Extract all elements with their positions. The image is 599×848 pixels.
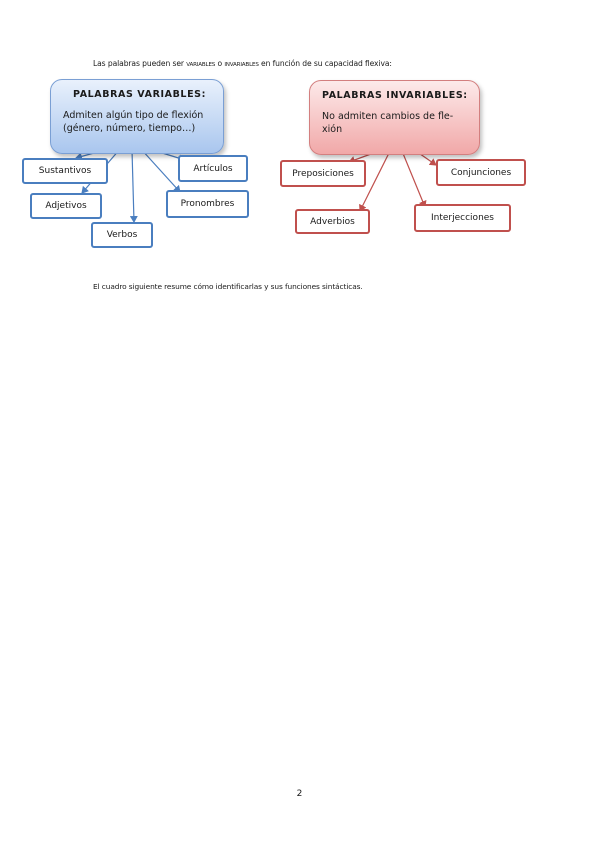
- variable-words-title: PALABRAS VARIABLES:: [73, 89, 206, 100]
- arrow-to-pronombres: [140, 148, 181, 193]
- variable-words-description-line1: Admiten algún tipo de flexión: [63, 110, 204, 121]
- page-number: 2: [296, 789, 303, 799]
- intro-invariables-caps: INVARIABLES: [224, 62, 259, 68]
- node-pronombres: Pronombres: [166, 190, 249, 218]
- intro-sentence: Las palabras pueden ser VARIABLES o INVA…: [93, 59, 392, 68]
- intro-text-before: Las palabras pueden ser: [93, 59, 187, 68]
- node-interjecciones: Interjecciones: [414, 204, 511, 232]
- node-articulos: Artículos: [178, 155, 248, 182]
- node-sustantivos: Sustantivos: [22, 158, 108, 184]
- intro-text-after: en función de su capacidad flexiva:: [258, 59, 392, 68]
- variable-words-box: PALABRAS VARIABLES: Admiten algún tipo d…: [50, 79, 224, 154]
- node-preposiciones: Preposiciones: [280, 160, 366, 187]
- node-adverbios: Adverbios: [295, 209, 370, 234]
- invariable-words-title: PALABRAS INVARIABLES:: [322, 90, 468, 101]
- arrow-to-verbos: [129, 149, 138, 223]
- intro-variables-caps: VARIABLES: [186, 62, 216, 68]
- invariable-words-description-line2: xión: [322, 124, 343, 135]
- node-conjunciones: Conjunciones: [436, 159, 526, 186]
- arrow-to-adverbios: [359, 150, 391, 212]
- invariable-words-box: PALABRAS INVARIABLES: No admiten cambios…: [309, 80, 480, 155]
- variable-words-description-line2: (género, número, tiempo…): [63, 123, 196, 134]
- node-verbos: Verbos: [91, 222, 153, 248]
- summary-sentence: El cuadro siguiente resume cómo identifi…: [93, 282, 363, 291]
- invariable-words-description-line1: No admiten cambios de fle-: [322, 111, 454, 122]
- intro-connector: o: [215, 59, 225, 68]
- arrow-to-interjecciones: [401, 150, 427, 208]
- node-adjetivos: Adjetivos: [30, 193, 102, 219]
